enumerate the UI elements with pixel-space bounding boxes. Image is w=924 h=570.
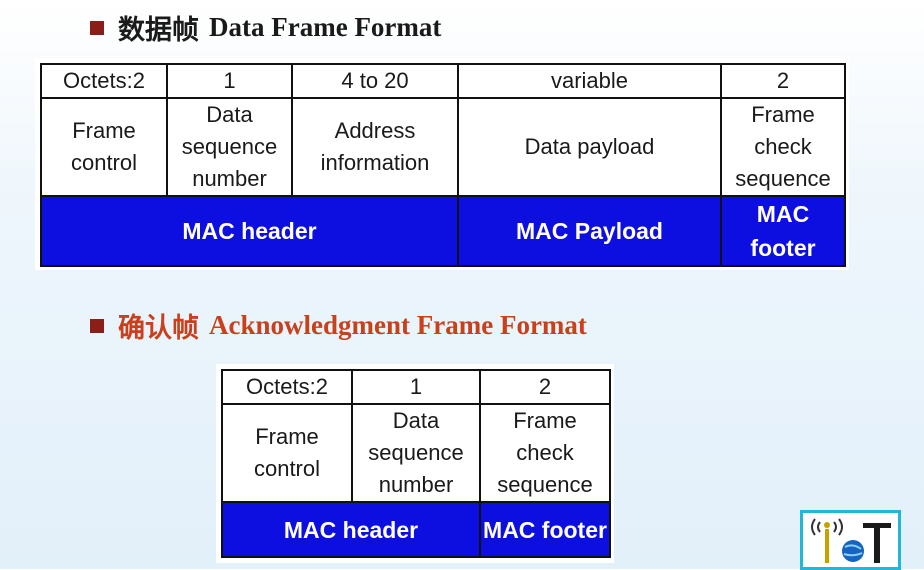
field-frame-check-sequence: Frame check sequence: [720, 97, 846, 197]
mac-footer-bar: MAC footer: [479, 501, 611, 558]
data-frame-title-en: Data Frame Format: [209, 12, 442, 42]
mac-header-bar: MAC header: [40, 195, 459, 267]
field-address-information: Address information: [291, 97, 459, 197]
octets-label: Octets:2: [221, 369, 353, 405]
field-frame-control: Frame control: [40, 97, 168, 197]
octets-cell: 1: [166, 63, 293, 99]
octets-cell: variable: [457, 63, 722, 99]
ack-frame-title-cn: 确认帧: [118, 313, 199, 343]
mac-header-bar: MAC header: [221, 501, 481, 558]
ack-frame-table: Octets:2 1 2 Frame control Data sequence…: [216, 364, 614, 563]
data-frame-table: Octets:2 1 4 to 20 variable 2 Frame cont…: [35, 58, 849, 270]
ack-frame-title-en: Acknowledgment Frame Format: [209, 310, 587, 340]
ack-frame-title: 确认帧 Acknowledgment Frame Format: [90, 306, 587, 345]
field-frame-check-sequence: Frame check sequence: [479, 403, 611, 503]
bullet-square-icon: [90, 20, 104, 35]
data-frame-title-cn: 数据帧: [118, 15, 199, 45]
field-frame-control: Frame control: [221, 403, 353, 503]
octets-label: Octets:2: [40, 63, 168, 99]
iot-logo: [800, 510, 901, 570]
iot-logo-icon: [811, 518, 891, 563]
field-data-payload: Data payload: [457, 97, 722, 197]
octets-cell: 2: [479, 369, 611, 405]
data-frame-title: 数据帧 Data Frame Format: [90, 8, 441, 47]
mac-footer-bar: MAC footer: [720, 195, 846, 267]
octets-cell: 2: [720, 63, 846, 99]
bullet-square-icon: [90, 318, 104, 333]
mac-payload-bar: MAC Payload: [457, 195, 722, 267]
field-data-sequence-number: Data sequence number: [166, 97, 293, 197]
octets-cell: 1: [351, 369, 481, 405]
octets-cell: 4 to 20: [291, 63, 459, 99]
field-data-sequence-number: Data sequence number: [351, 403, 481, 503]
